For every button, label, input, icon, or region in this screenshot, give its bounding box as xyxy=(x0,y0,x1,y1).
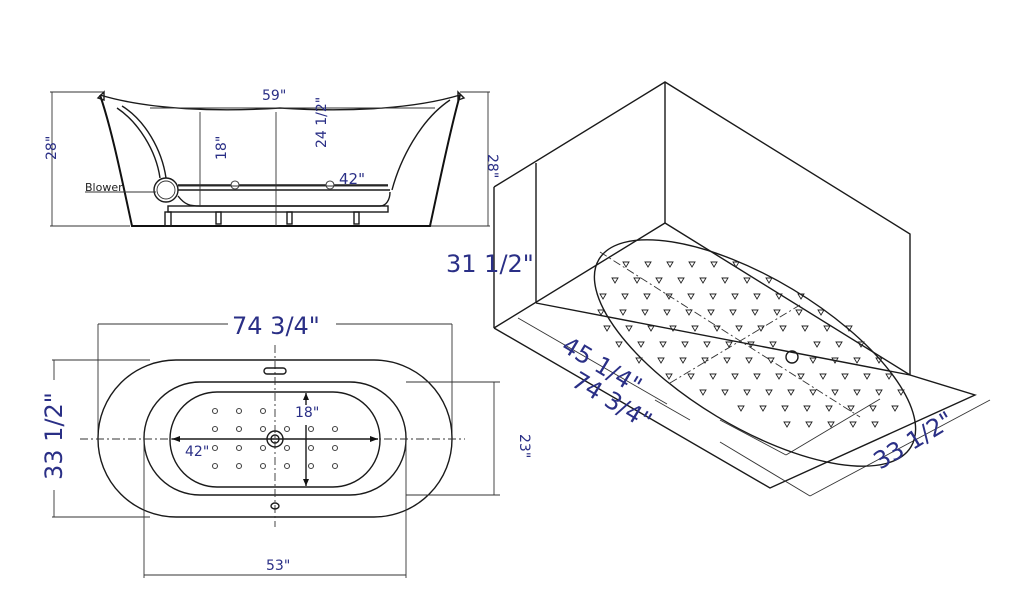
top-overall-length-label: 74 3/4" xyxy=(232,312,320,340)
side-height-right-label: 28" xyxy=(484,154,500,178)
install-height-label: 31 1/2" xyxy=(446,250,534,278)
jet-grid xyxy=(211,407,339,470)
bottom-length-label: 42" xyxy=(185,444,209,460)
bottom-width-label: 18" xyxy=(295,405,319,421)
side-length-label: 59" xyxy=(262,88,286,104)
tub-surface-pattern xyxy=(597,261,905,428)
top-overall-width-label: 33 1/2" xyxy=(40,392,68,480)
inner-length-label: 53" xyxy=(266,558,290,574)
inner-width-label: 23" xyxy=(516,434,532,458)
side-view xyxy=(50,90,490,227)
inner-depth-label: 24 1/2" xyxy=(314,97,330,148)
water-depth-label: 18" xyxy=(214,136,230,160)
top-view xyxy=(52,323,500,578)
installation-view xyxy=(493,81,991,497)
blower-label: Blower xyxy=(85,181,123,194)
interior-length-label: 42" xyxy=(339,170,365,188)
side-height-left-label: 28" xyxy=(44,136,60,160)
